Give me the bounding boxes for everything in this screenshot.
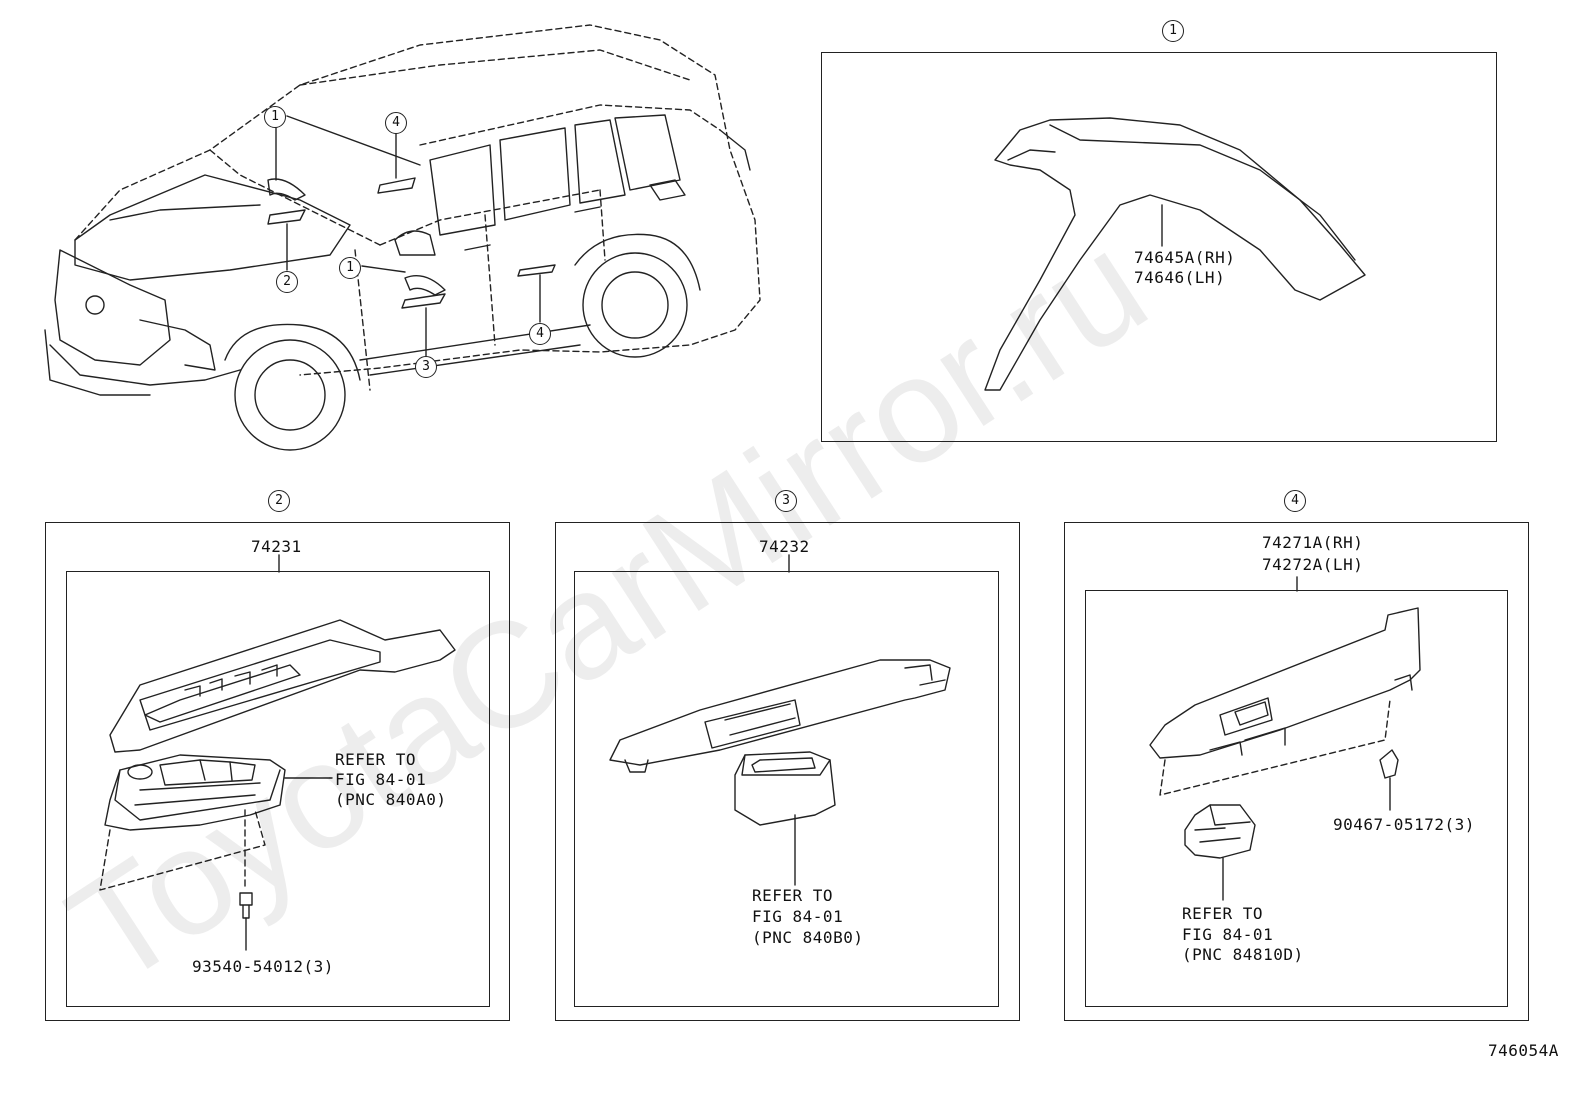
part-number-74272A-lh[interactable]: 74272A(LH) <box>1262 555 1364 574</box>
overview-callout-4b: 4 <box>529 323 551 345</box>
refer-line-1: REFER TO <box>1182 904 1264 923</box>
panel-1-marker: 1 <box>1162 20 1184 42</box>
panel-2-marker: 2 <box>268 490 290 512</box>
overview-callout-3: 3 <box>415 356 437 378</box>
part-number-90467-05172[interactable]: 90467-05172(3) <box>1333 815 1475 834</box>
refer-line-1: REFER TO <box>752 886 834 905</box>
panel-3-inner-box <box>574 571 999 1007</box>
part-number-74231[interactable]: 74231 <box>251 537 302 556</box>
overview-callout-1: 1 <box>264 106 286 128</box>
refer-line-2: FIG 84-01 <box>335 770 427 789</box>
overview-callout-4: 4 <box>385 112 407 134</box>
refer-line-1: REFER TO <box>335 750 417 769</box>
part-number-74645A-rh[interactable]: 74645A(RH) <box>1134 248 1236 267</box>
vehicle-overview-illustration <box>44 24 761 451</box>
refer-line-3[interactable]: (PNC 840A0) <box>335 790 447 809</box>
panel-2 <box>45 522 510 1021</box>
refer-line-2: FIG 84-01 <box>752 907 844 926</box>
switch-base-74231-illustration <box>99 554 456 951</box>
panel-3-marker: 3 <box>775 490 797 512</box>
panel-1 <box>821 52 1497 442</box>
panel-2-inner-box <box>66 571 490 1007</box>
panel-4-inner-box <box>1085 590 1508 1007</box>
part-number-74271A-rh[interactable]: 74271A(RH) <box>1262 533 1364 552</box>
switch-base-74271A-illustration <box>1149 576 1421 901</box>
figure-id: 746054A <box>1488 1041 1559 1060</box>
pillar-garnish-illustration <box>984 117 1366 391</box>
refer-line-2: FIG 84-01 <box>1182 925 1274 944</box>
overview-callout-1b: 1 <box>339 257 361 279</box>
part-number-74232[interactable]: 74232 <box>759 537 810 556</box>
panel-3 <box>555 522 1020 1021</box>
switch-base-74232-illustration <box>609 554 951 886</box>
panel-4-marker: 4 <box>1284 490 1306 512</box>
panel-4 <box>1064 522 1529 1021</box>
refer-line-3[interactable]: (PNC 840B0) <box>752 928 864 947</box>
part-number-74646-lh[interactable]: 74646(LH) <box>1134 268 1226 287</box>
part-number-93540-54012[interactable]: 93540-54012(3) <box>192 957 334 976</box>
refer-line-3[interactable]: (PNC 84810D) <box>1182 945 1304 964</box>
overview-callout-2: 2 <box>276 271 298 293</box>
